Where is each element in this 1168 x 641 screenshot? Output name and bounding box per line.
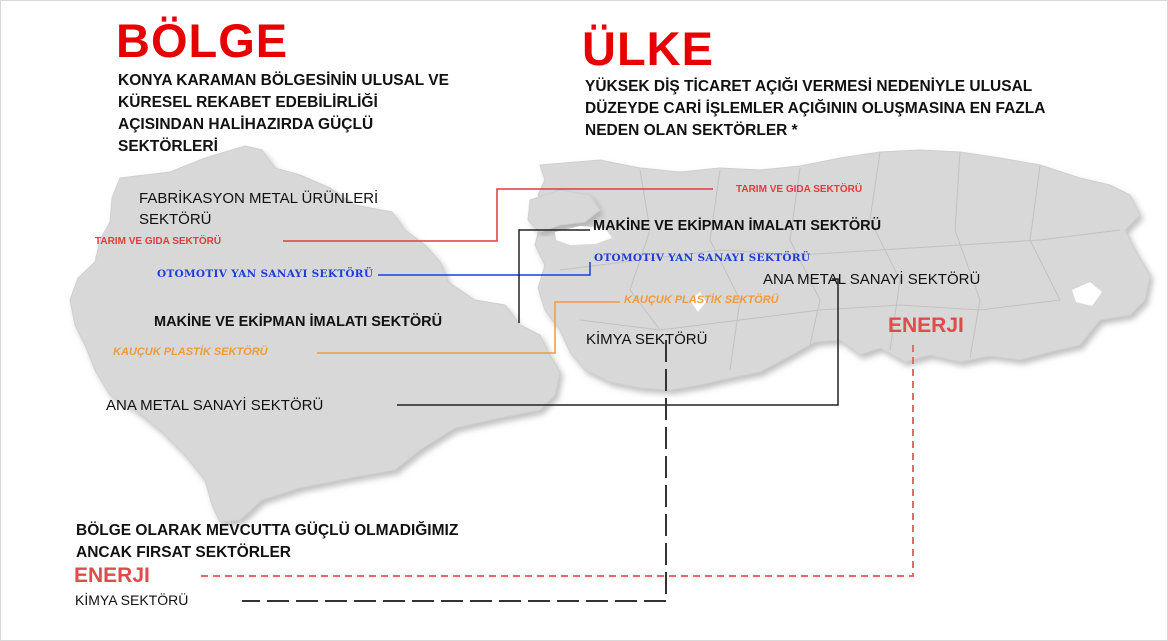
region-map-shape — [69, 145, 561, 523]
country-subtitle-2: DÜZEYDE CARİ İŞLEMLER AÇIĞININ OLUŞMASIN… — [585, 100, 1046, 117]
country-label-kimya: KİMYA SEKTÖRÜ — [586, 331, 708, 348]
opportunity-title-1: BÖLGE OLARAK MEVCUTTA GÜÇLÜ OLMADIĞIMIZ — [76, 522, 459, 539]
region-label-fabrikasyon-2: SEKTÖRÜ — [139, 211, 212, 228]
province-borders — [559, 151, 1121, 371]
country-label-ana-metal: ANA METAL SANAYİ SEKTÖRÜ — [763, 271, 981, 288]
connector-enerji — [196, 345, 914, 577]
region-subtitle-4: SEKTÖRLERİ — [118, 138, 218, 155]
thrace-map-shape — [527, 189, 601, 233]
region-label-kaucuk: KAUÇUK PLASTİK SEKTÖRÜ — [113, 346, 268, 358]
region-subtitle-3: AÇISINDAN HALİHAZIRDA GÜÇLÜ — [118, 116, 374, 133]
tuz-lake — [690, 292, 706, 312]
connector-otomotiv — [378, 262, 591, 276]
region-label-otomotiv: OTOMOTIV YAN SANAYI SEKTÖRÜ — [157, 268, 374, 280]
country-title: ÜLKE — [582, 22, 714, 75]
country-label-makine: MAKİNE VE EKİPMAN İMALATI SEKTÖRÜ — [593, 218, 882, 234]
connector-tarim — [283, 188, 713, 242]
region-subtitle-2: KÜRESEL REKABET EDEBİLİRLİĞİ — [118, 94, 378, 111]
connector-kaucuk — [317, 301, 620, 354]
region-label-ana-metal: ANA METAL SANAYİ SEKTÖRÜ — [106, 397, 324, 414]
region-label-makine: MAKİNE VE EKİPMAN İMALATI SEKTÖRÜ — [154, 314, 443, 330]
region-title: BÖLGE — [116, 14, 289, 67]
country-label-otomotiv: OTOMOTIV YAN SANAYI SEKTÖRÜ — [594, 252, 811, 264]
opportunity-title-2: ANCAK FIRSAT SEKTÖRLER — [76, 544, 291, 561]
country-label-tarim: TARIM VE GIDA SEKTÖRÜ — [736, 184, 863, 195]
country-subtitle-1: YÜKSEK DİŞ TİCARET AÇIĞI VERMESİ NEDENİY… — [585, 78, 1033, 95]
opportunity-enerji: ENERJI — [74, 564, 150, 587]
country-label-enerji: ENERJI — [888, 314, 964, 337]
connectors — [196, 188, 914, 602]
connector-makine — [518, 229, 590, 323]
region-label-fabrikasyon-1: FABRİKASYON METAL ÜRÜNLERİ — [139, 190, 379, 207]
country-label-kaucuk: KAUÇUK PLASTİK SEKTÖRÜ — [624, 294, 779, 306]
country-subtitle-3: NEDEN OLAN SEKTÖRLER * — [585, 122, 798, 139]
opportunity-kimya: KİMYA SEKTÖRÜ — [75, 592, 189, 608]
region-subtitle-1: KONYA KARAMAN BÖLGESİNİN ULUSAL VE — [118, 72, 449, 89]
connector-ana-metal — [397, 278, 839, 406]
connector-kimya — [242, 340, 667, 602]
region-label-tarim: TARIM VE GIDA SEKTÖRÜ — [95, 236, 222, 247]
lake-van — [1072, 282, 1102, 306]
